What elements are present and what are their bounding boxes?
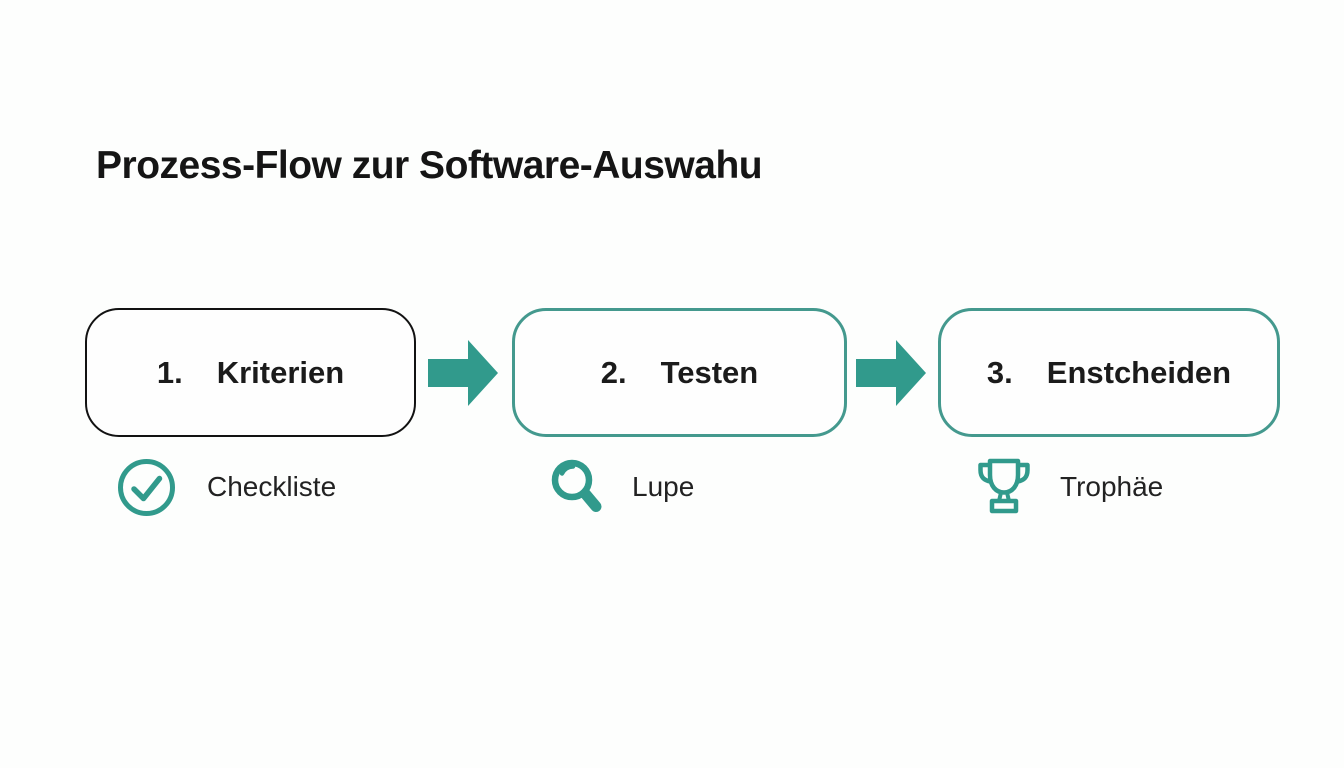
step-box-kriterien: 1. Kriterien xyxy=(85,308,416,437)
step-label: Enstcheiden xyxy=(1046,354,1232,390)
legend-label-lupe: Lupe xyxy=(632,471,695,502)
check-circle-icon xyxy=(118,459,175,516)
step-label: Kriterien xyxy=(216,354,345,390)
legend-label-checkliste: Checkliste xyxy=(207,471,337,502)
arrow-right-icon xyxy=(856,340,926,406)
step-box-enstcheiden: 3. Enstcheiden xyxy=(938,308,1280,437)
step-number: 2. xyxy=(600,354,627,390)
step-number: 3. xyxy=(986,354,1013,390)
legend-label-trophaee: Trophäe xyxy=(1060,471,1164,502)
page-title: Prozess-Flow zur Software-Auswahu xyxy=(96,144,763,187)
magnifier-icon xyxy=(551,459,602,512)
arrow-right-icon xyxy=(428,340,498,406)
step-box-testen: 2. Testen xyxy=(512,308,847,437)
step-label: Testen xyxy=(660,354,759,390)
trophy-icon xyxy=(978,458,1030,514)
step-number: 1. xyxy=(156,354,183,390)
